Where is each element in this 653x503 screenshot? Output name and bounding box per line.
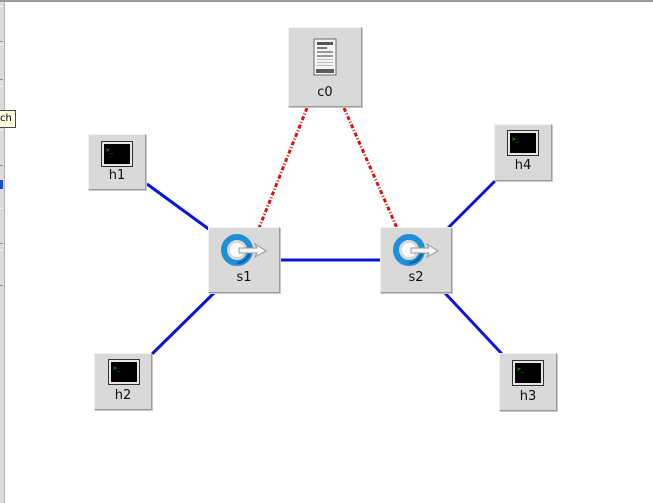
palette-button[interactable] [0, 130, 3, 166]
terminal-icon: >_ [108, 359, 140, 385]
node-label: c0 [317, 85, 333, 100]
terminal-icon: >_ [101, 141, 133, 167]
link-c0-s1[interactable] [257, 107, 309, 229]
link-h4-s2[interactable] [446, 178, 498, 230]
link-h2-s1[interactable] [148, 290, 217, 358]
palette-link-tool-indicator[interactable] [0, 180, 3, 189]
node-h3[interactable]: >_ h3 [499, 353, 557, 411]
node-label: h3 [519, 389, 537, 404]
node-c0[interactable]: c0 [288, 27, 362, 107]
link-c0-s2[interactable] [342, 107, 399, 229]
tool-palette [0, 2, 5, 503]
switch-icon [221, 234, 267, 266]
terminal-icon: >_ [512, 360, 544, 386]
svg-text:>_: >_ [517, 366, 525, 373]
palette-button[interactable] [0, 250, 3, 286]
svg-text:>_: >_ [113, 365, 121, 372]
node-label: s1 [236, 270, 252, 285]
tooltip: ch [0, 110, 16, 128]
node-h1[interactable]: >_ h1 [88, 134, 146, 190]
node-label: s2 [408, 270, 424, 285]
palette-button[interactable] [0, 44, 3, 80]
window-top-border [0, 0, 653, 2]
link-h1-s1[interactable] [146, 182, 211, 232]
node-label: h1 [108, 168, 126, 183]
node-h2[interactable]: >_ h2 [94, 353, 152, 410]
terminal-icon: >_ [507, 130, 539, 156]
svg-text:>_: >_ [106, 147, 114, 154]
link-h3-s2[interactable] [442, 290, 504, 356]
switch-icon [393, 234, 439, 266]
node-h4[interactable]: >_ h4 [494, 124, 552, 181]
node-label: h4 [514, 158, 532, 173]
node-label: h2 [114, 388, 132, 403]
svg-text:>_: >_ [512, 136, 520, 143]
palette-button[interactable] [0, 6, 3, 42]
node-s2[interactable]: s2 [380, 227, 452, 293]
controller-server-icon [313, 38, 337, 76]
palette-button[interactable] [0, 208, 3, 244]
node-s1[interactable]: s1 [208, 227, 280, 293]
